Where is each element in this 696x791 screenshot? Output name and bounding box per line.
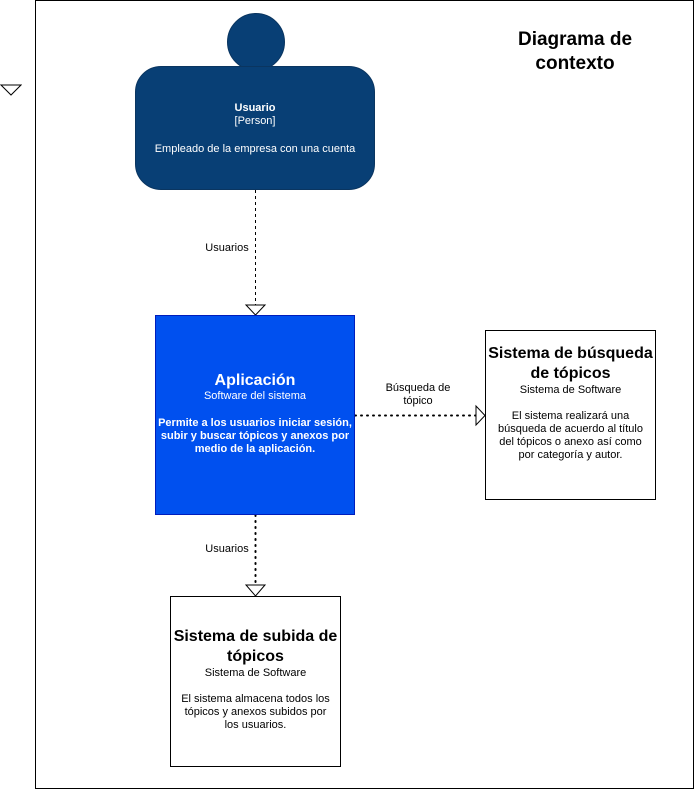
edge-label-person-app: Usuarios	[201, 242, 253, 255]
arrowhead-app-upload	[244, 584, 267, 597]
app-name: Aplicación	[214, 372, 296, 389]
upload-system-description: El sistema almacena todos los tópicos y …	[181, 693, 330, 731]
person-type: [Person]	[234, 115, 276, 127]
app-description: Permite a los usuarios iniciar sesión, s…	[158, 417, 352, 455]
search-system-type: Sistema de Software	[519, 384, 622, 396]
search-system-node[interactable]: Sistema de búsqueda de tópicos Sistema d…	[485, 330, 656, 500]
triangle-marker-icon	[0, 84, 22, 96]
arrowhead-person-app	[244, 304, 267, 316]
app-type: Software del sistema	[203, 390, 307, 402]
diagram-title: Diagrama de contexto	[517, 29, 633, 74]
person-head-shape	[227, 13, 285, 71]
person-description: Empleado de la empresa con una cuenta	[154, 143, 356, 155]
person-name: Usuario	[234, 102, 276, 114]
app-node[interactable]: Aplicación Software del sistema Permite …	[155, 315, 355, 515]
diagram-frame	[35, 0, 694, 789]
search-system-description: El sistema realizará una búsqueda de acu…	[498, 410, 643, 461]
upload-system-node[interactable]: Sistema de subida de tópicos Sistema de …	[170, 596, 341, 767]
upload-system-name: Sistema de subida de tópicos	[173, 628, 338, 665]
upload-system-type: Sistema de Software	[204, 667, 307, 679]
person-node[interactable]: Usuario [Person] Empleado de la empresa …	[135, 66, 375, 190]
edge-label-app-upload: Usuarios	[201, 543, 253, 556]
edge-label-app-search: Búsqueda de tópico	[383, 382, 453, 408]
arrowhead-app-search	[475, 404, 486, 427]
search-system-name: Sistema de búsqueda de tópicos	[488, 345, 653, 382]
